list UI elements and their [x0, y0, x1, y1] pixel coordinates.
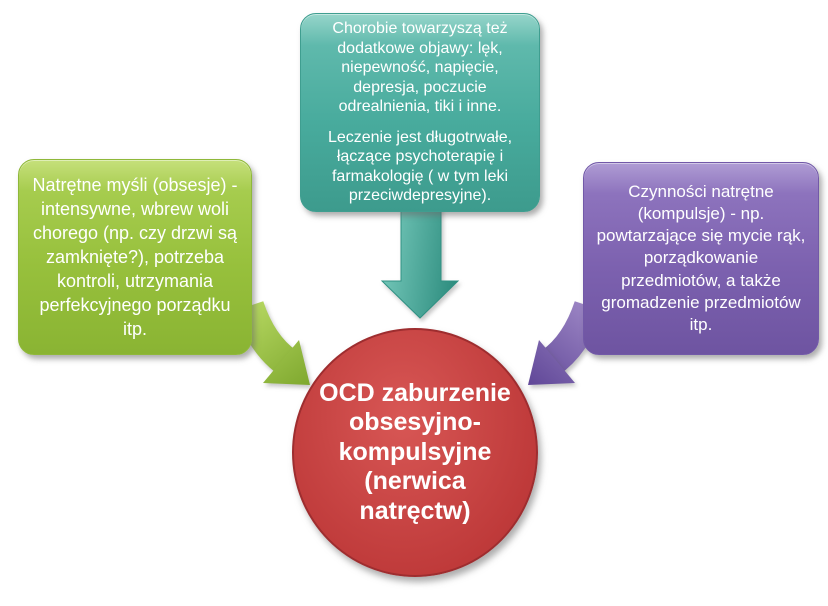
- center-node-text: OCD zaburzenie obsesyjno-kompulsyjne (ne…: [319, 378, 511, 525]
- box-compulsions-text: Czynności natrętne (kompulsje) - np. pow…: [596, 182, 806, 334]
- box-obsessions-text: Natrętne myśli (obsesje) - intensywne, w…: [32, 174, 238, 340]
- arrow-obsessions-shaft: [234, 300, 298, 376]
- box-symptoms: Chorobie towarzyszą też dodatkowe objawy…: [300, 13, 540, 212]
- arrow-obsessions-head: [263, 340, 310, 385]
- arrow-compulsions-to-center: [528, 300, 604, 385]
- box-symptoms-paragraph-1: Chorobie towarzyszą też dodatkowe objawy…: [332, 20, 508, 116]
- arrow-symptoms-to-center: [380, 199, 460, 319]
- box-obsessions: Natrętne myśli (obsesje) - intensywne, w…: [18, 159, 252, 355]
- arrow-symptoms-body: [380, 199, 460, 319]
- arrow-compulsions-head: [528, 340, 575, 385]
- box-symptoms-paragraph-2: Leczenie jest długotrwałe, łączące psych…: [327, 128, 513, 205]
- box-compulsions: Czynności natrętne (kompulsje) - np. pow…: [583, 162, 819, 355]
- center-node: OCD zaburzenie obsesyjno-kompulsyjne (ne…: [292, 328, 538, 577]
- arrow-obsessions-to-center: [234, 300, 310, 385]
